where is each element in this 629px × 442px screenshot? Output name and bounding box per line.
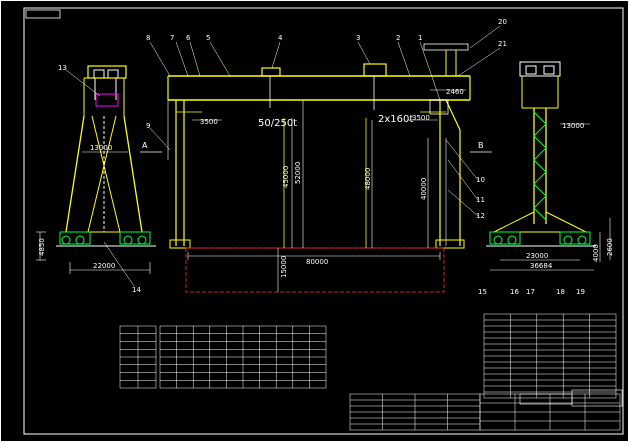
hoist-left-capacity: 50/250t: [258, 118, 297, 129]
dim-hook-height-right: 48000: [364, 168, 372, 190]
dim-leg-height-right: 40000: [420, 178, 428, 200]
front-view: [167, 43, 471, 249]
hook-lines: [283, 118, 367, 248]
callout-15: 15: [478, 288, 487, 296]
dim-left-base-height: 4850: [38, 238, 46, 256]
left-side-dimensions: [36, 151, 151, 274]
dim-hook-height-left: 45000: [282, 166, 290, 188]
callout-leaders: [65, 25, 501, 287]
callout-6: 6: [186, 34, 191, 42]
dim-side-width-right: 13000: [562, 122, 584, 130]
dim-base-left: 22000: [93, 262, 115, 270]
right-side-dimensions: [490, 123, 611, 271]
callout-17: 17: [526, 288, 535, 296]
dim-left-offset: 3500: [200, 118, 218, 126]
callout-21: 21: [498, 40, 507, 48]
dim-base-right: 23000: [526, 252, 548, 260]
dim-right-offset: 3500: [412, 114, 430, 122]
inner-frame: [23, 7, 624, 435]
callout-18: 18: [556, 288, 565, 296]
spec-table-left: [119, 325, 157, 389]
parts-list: [483, 313, 617, 399]
callout-2: 2: [396, 34, 400, 42]
front-dimensions: [187, 89, 466, 292]
callout-9: 9: [146, 122, 150, 130]
dim-right-small: 2600: [606, 238, 614, 256]
title-id-box: [571, 389, 623, 407]
dim-right-base-height: 4000: [592, 244, 600, 262]
spec-table-mid: [159, 325, 327, 389]
rail-lines: [185, 247, 445, 293]
callout-4: 4: [278, 34, 283, 42]
dim-rail-gap: 15000: [280, 256, 288, 278]
corner-tab: [25, 9, 61, 19]
dim-base-right-total: 36684: [530, 262, 553, 270]
title-name-box: [519, 393, 573, 405]
callout-8: 8: [146, 34, 150, 42]
callout-7-left: 7: [170, 34, 174, 42]
section-label-b: B: [478, 141, 484, 150]
hoist-right-capacity: 2x160t: [378, 114, 413, 125]
right-side-view: [486, 61, 596, 247]
callout-20: 20: [498, 18, 507, 26]
callout-3: 3: [356, 34, 360, 42]
dim-cab: 2460: [446, 88, 464, 96]
callout-19: 19: [576, 288, 585, 296]
left-side-view: [56, 65, 156, 247]
dim-side-width-left: 13000: [90, 144, 112, 152]
section-label-a: A: [142, 141, 148, 150]
callout-10: 10: [476, 176, 485, 184]
dim-span: 80000: [306, 258, 328, 266]
callout-16: 16: [510, 288, 519, 296]
callout-12: 12: [476, 212, 485, 220]
callout-13: 13: [58, 64, 67, 72]
dim-leg-height: 52000: [294, 162, 302, 184]
callout-14: 14: [132, 286, 141, 294]
callout-5: 5: [206, 34, 210, 42]
title-block: [349, 393, 621, 431]
callout-11: 11: [476, 196, 485, 204]
callout-1: 1: [418, 34, 422, 42]
